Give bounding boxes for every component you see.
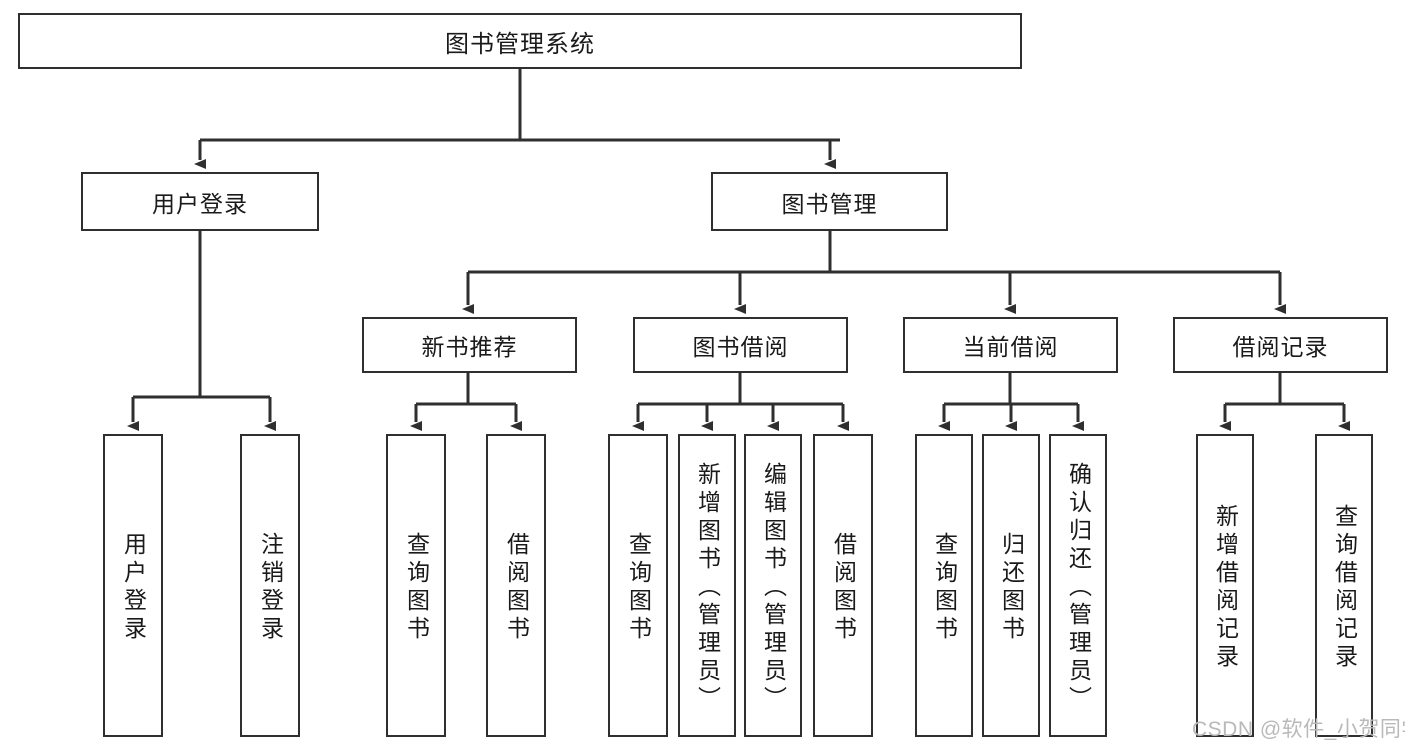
csdn-watermark: CSDN @软件_小贺同学	[1192, 718, 1405, 741]
node-leaf-borrow-book-2[interactable]: 借阅图书	[813, 434, 873, 737]
node-book-borrow[interactable]: 图书借阅	[633, 317, 848, 373]
node-root[interactable]: 图书管理系统	[18, 13, 1022, 69]
node-label: 用户登录	[152, 190, 248, 217]
node-label: 查询图书	[403, 531, 430, 644]
node-user-login[interactable]: 用户登录	[81, 172, 319, 231]
node-new-book-recommend[interactable]: 新书推荐	[362, 317, 577, 373]
node-label: 图书借阅	[692, 334, 789, 360]
node-label: 当前借阅	[962, 334, 1059, 360]
node-label: 图书管理	[781, 190, 878, 217]
node-leaf-return-book[interactable]: 归还图书	[982, 434, 1040, 737]
node-leaf-add-record[interactable]: 新增借阅记录	[1196, 434, 1254, 737]
node-label: 编辑图书（管理员）	[760, 461, 787, 714]
node-leaf-logout[interactable]: 注销登录	[240, 434, 300, 737]
node-leaf-query-book-1[interactable]: 查询图书	[386, 434, 446, 737]
node-label: 查询图书	[625, 531, 652, 644]
node-leaf-edit-book[interactable]: 编辑图书（管理员）	[744, 434, 802, 737]
node-book-manage[interactable]: 图书管理	[711, 172, 948, 231]
node-leaf-user-login[interactable]: 用户登录	[103, 434, 163, 737]
node-label: 注销登录	[257, 531, 284, 644]
node-current-borrow[interactable]: 当前借阅	[903, 317, 1118, 373]
node-label: 查询图书	[931, 531, 958, 644]
node-leaf-confirm-return[interactable]: 确认归还（管理员）	[1049, 434, 1107, 737]
node-borrow-record[interactable]: 借阅记录	[1173, 317, 1388, 373]
node-label: 借阅记录	[1232, 334, 1329, 360]
node-leaf-borrow-book-1[interactable]: 借阅图书	[486, 434, 546, 737]
node-label: 图书管理系统	[445, 30, 595, 58]
node-label: 用户登录	[120, 531, 147, 644]
node-leaf-query-book-2[interactable]: 查询图书	[608, 434, 668, 737]
node-leaf-add-book[interactable]: 新增图书（管理员）	[678, 434, 736, 737]
node-leaf-query-record[interactable]: 查询借阅记录	[1315, 434, 1373, 737]
node-label: 确认归还（管理员）	[1065, 461, 1092, 714]
node-label: 借阅图书	[830, 531, 857, 644]
node-label: 借阅图书	[503, 531, 530, 644]
node-label: 新增借阅记录	[1212, 503, 1239, 672]
node-label: 新增图书（管理员）	[694, 461, 721, 714]
node-label: 查询借阅记录	[1331, 503, 1358, 672]
node-label: 归还图书	[998, 531, 1025, 644]
node-leaf-query-book-3[interactable]: 查询图书	[915, 434, 973, 737]
node-label: 新书推荐	[421, 334, 518, 360]
